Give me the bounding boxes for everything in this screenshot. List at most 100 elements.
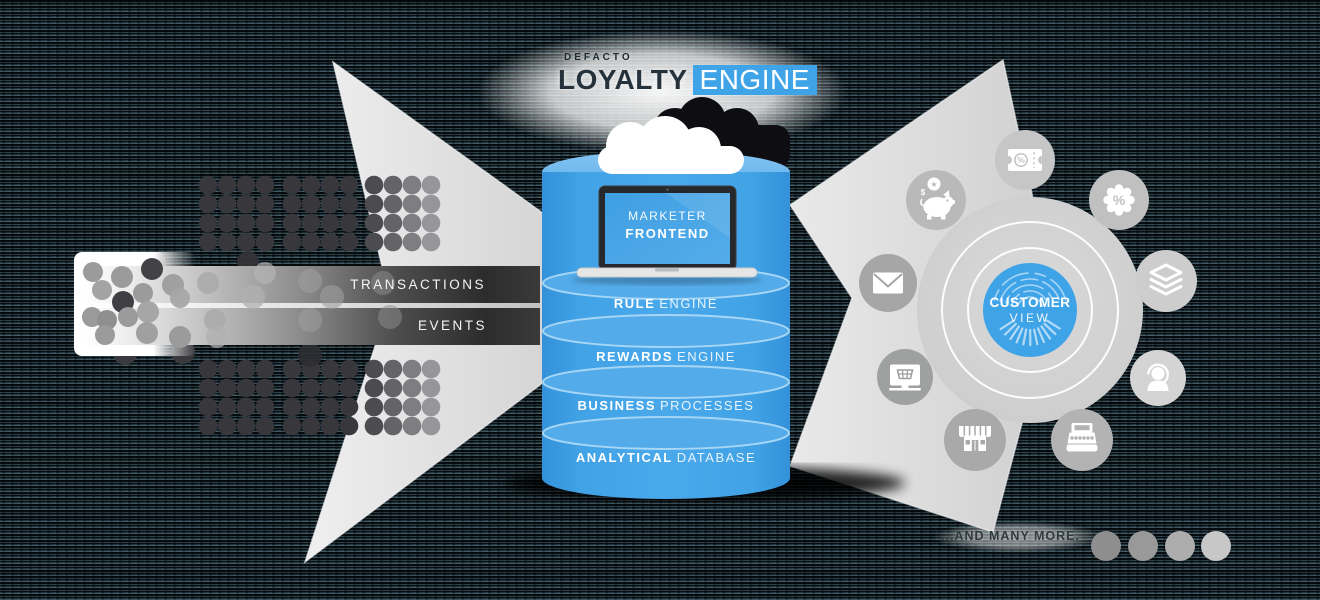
grid-dot (198, 359, 218, 379)
title-loyalty: LOYALTY (558, 64, 688, 95)
grid-dot (255, 416, 275, 436)
grid-dot (320, 359, 340, 379)
grid-dot (282, 232, 302, 252)
grid-dot (339, 378, 359, 398)
grid-dot (402, 194, 422, 214)
fingerprint-arc (1005, 284, 1055, 304)
channel-discount-badge-icon[interactable]: % (1089, 170, 1149, 230)
scatter-dot (170, 288, 190, 308)
grid-dot (364, 397, 384, 417)
channel-segments-icon[interactable] (1135, 250, 1197, 312)
channel-ecommerce-icon[interactable] (877, 349, 933, 405)
laptop-screen (605, 193, 730, 264)
channel-voucher-icon[interactable]: % (995, 130, 1055, 190)
channel-piggy-bank-icon[interactable]: $ ★ (906, 170, 966, 230)
grid-dot (320, 194, 340, 214)
and-many-more-label: ...AND MANY MORE. (941, 529, 1080, 543)
scatter-dot (197, 272, 219, 294)
grid-dot (236, 194, 256, 214)
grid-dot (236, 359, 256, 379)
laptop-camera (666, 188, 669, 191)
grid-dot (282, 359, 302, 379)
grid-dot (282, 194, 302, 214)
scatter-dot (378, 305, 402, 329)
channel-email-icon[interactable] (859, 254, 917, 312)
grid-dot (421, 397, 441, 417)
grid-dot (255, 397, 275, 417)
laptop-line2: FRONTEND (625, 226, 710, 241)
grid-dot (255, 378, 275, 398)
grid-dot (198, 232, 218, 252)
scatter-dot (92, 280, 112, 300)
grid-dot (421, 232, 441, 252)
grid-dot (236, 416, 256, 436)
fingerprint-ridge (999, 319, 1015, 331)
grid-dot (217, 175, 237, 195)
grid-dot (364, 232, 384, 252)
channel-pos-register-icon[interactable] (1051, 409, 1113, 471)
grid-dot (217, 397, 237, 417)
grid-dot (383, 175, 403, 195)
scatter-dot (298, 269, 322, 293)
scatter-dot (136, 322, 158, 344)
laptop[interactable] (572, 185, 762, 285)
customer-view-hub (917, 197, 1143, 423)
fingerprint-ridge (1033, 328, 1039, 346)
scatter-dot (371, 271, 395, 295)
grid-dot (255, 232, 275, 252)
grid-dot (282, 378, 302, 398)
grid-dot (301, 378, 321, 398)
grid-dot (217, 359, 237, 379)
cloud-icon (598, 116, 744, 174)
grid-dot (301, 194, 321, 214)
layer-separator (542, 365, 790, 399)
channel-store-icon[interactable] (944, 409, 1006, 471)
channel-support-icon[interactable] (1130, 350, 1186, 406)
grid-dot (217, 416, 237, 436)
scatter-dot (298, 308, 322, 332)
scatter-dot (241, 285, 265, 309)
fingerprint-arc (1016, 296, 1044, 307)
grid-dot (301, 232, 321, 252)
grid-dot (320, 397, 340, 417)
grid-dot (383, 416, 403, 436)
grid-dot (282, 175, 302, 195)
grid-dot (255, 213, 275, 233)
fingerprint-arc (999, 278, 1061, 303)
scatter-dot (141, 258, 163, 280)
scatter-dot (254, 262, 276, 284)
events-label: EVENTS (417, 318, 487, 333)
grid-dot (236, 378, 256, 398)
grid-dot (255, 194, 275, 214)
scatter-dot (95, 325, 115, 345)
scatter-dot (320, 285, 344, 309)
svg-text:%: % (1017, 155, 1025, 165)
grid-dot (364, 416, 384, 436)
brand-block: DEFACTO LOYALTY ENGINE (558, 52, 817, 96)
grid-dot (421, 175, 441, 195)
grid-dot (198, 213, 218, 233)
grid-dot (339, 397, 359, 417)
grid-dot (320, 416, 340, 436)
grid-dot (402, 213, 422, 233)
grid-dot (301, 175, 321, 195)
grid-dot (364, 175, 384, 195)
scatter-dot (298, 343, 322, 367)
grid-dot (255, 359, 275, 379)
grid-dot (421, 378, 441, 398)
grid-dot (320, 232, 340, 252)
grid-dot (236, 175, 256, 195)
grid-dot (402, 359, 422, 379)
page-title: LOYALTY ENGINE (558, 64, 817, 96)
grid-dot (255, 175, 275, 195)
grid-dot (217, 378, 237, 398)
grid-dot (282, 416, 302, 436)
scatter-dot (118, 307, 138, 327)
scatter-dot (82, 307, 102, 327)
grid-dot (339, 175, 359, 195)
grid-dot (236, 213, 256, 233)
scatter-dot (111, 266, 133, 288)
